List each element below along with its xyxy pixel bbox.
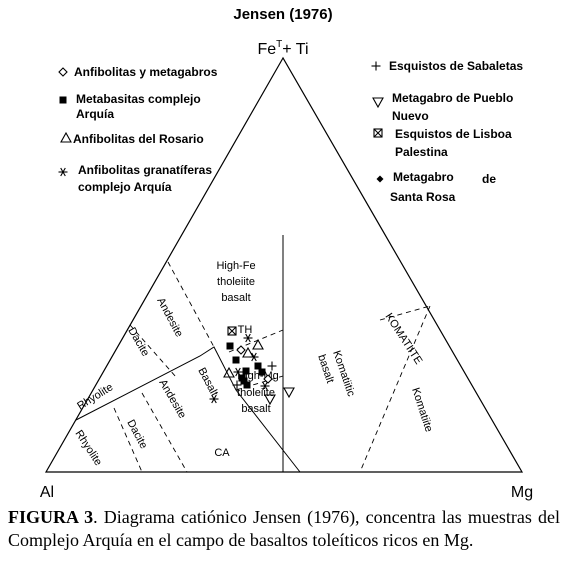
- svg-text:Nuevo: Nuevo: [392, 109, 429, 123]
- legend-item-sabaletas: Esquistos de Sabaletas: [370, 59, 523, 73]
- field-andesite-lower: Andesite: [156, 378, 188, 421]
- svg-text:Palestina: Palestina: [395, 145, 448, 159]
- triangle-down-open-icon: [372, 97, 384, 108]
- field-rhyolite-lower: Rhyolite: [72, 428, 104, 468]
- point-metabasitas: [232, 356, 240, 364]
- point-metabasitas: [254, 362, 262, 370]
- diagram-title: Jensen (1976): [233, 6, 332, 23]
- solid-boundaries: [75, 235, 301, 473]
- caption-text: . Diagrama catiónico Jensen (1976), conc…: [8, 507, 560, 550]
- legend-item-pueblo-nuevo: Metagabro de Pueblo Nuevo: [372, 91, 513, 123]
- svg-text:Anfibolitas del Rosario: Anfibolitas del Rosario: [73, 132, 204, 146]
- field-dacite-lower: Dacite: [124, 418, 149, 451]
- figure-caption: FIGURA 3. Diagrama catiónico Jensen (197…: [8, 506, 560, 552]
- legend-item-santa-rosa: Metagabro de Santa Rosa: [376, 170, 496, 204]
- field-komatiite-upper: KOMATIITE: [382, 311, 424, 367]
- field-th: TH: [238, 324, 253, 336]
- point-metabasitas: [226, 342, 234, 350]
- svg-text:Metagabro: Metagabro: [393, 170, 454, 184]
- legend-item-granatiferas: Anfibolitas granatíferas complejo Arquía: [57, 163, 212, 194]
- jensen-diagram: Jensen (1976) FeT+ Ti Al Mg High-Fe thol…: [40, 6, 533, 501]
- vertex-top-label: FeT+ Ti: [257, 39, 308, 58]
- triangle-open-icon: [60, 132, 72, 143]
- field-andesite-upper: Andesite: [154, 296, 185, 339]
- legend-item-rosario: Anfibolitas del Rosario: [60, 132, 204, 146]
- field-dacite-upper: Dacite: [125, 326, 151, 359]
- legend-right: Esquistos de Sabaletas Metagabro de Pueb…: [370, 59, 523, 204]
- svg-text:Metabasitas complejo: Metabasitas complejo: [76, 92, 201, 106]
- svg-text:de: de: [482, 172, 496, 186]
- svg-text:Arquía: Arquía: [76, 107, 114, 121]
- point-metabasitas: [258, 368, 266, 376]
- field-high-fe-2: tholeiite: [217, 276, 255, 288]
- svg-text:Anfibolitas granatíferas: Anfibolitas granatíferas: [78, 163, 212, 177]
- field-high-fe-1: High-Fe: [216, 260, 255, 272]
- triangle-frame: [44, 56, 524, 473]
- field-high-mg-2: tholeiite: [237, 387, 275, 399]
- field-high-mg-3: basalt: [241, 403, 270, 415]
- point-metabasitas: [242, 367, 250, 375]
- square-x-icon: [373, 128, 383, 138]
- svg-text:Anfibolitas y metagabros: Anfibolitas y metagabros: [74, 65, 218, 79]
- legend-item-metabasitas: Metabasitas complejo Arquía: [59, 92, 201, 121]
- legend-item-lisboa-palestina: Esquistos de Lisboa Palestina: [373, 127, 512, 159]
- field-basalt: Basalt: [195, 366, 220, 399]
- legend-item-anfibolitas-metagabros: Anfibolitas y metagabros: [58, 65, 218, 79]
- square-filled-icon: [59, 96, 67, 104]
- field-high-fe-3: basalt: [221, 292, 250, 304]
- diamond-filled-icon: [376, 175, 384, 183]
- svg-text:Santa Rosa: Santa Rosa: [390, 190, 456, 204]
- point-metabasitas: [243, 381, 251, 389]
- caption-label: FIGURA 3: [8, 507, 94, 527]
- point-anfibolitas: [236, 345, 246, 355]
- field-ca: CA: [214, 447, 230, 459]
- plus-icon: [370, 60, 382, 72]
- diamond-open-icon: [58, 67, 68, 77]
- svg-text:complejo Arquía: complejo Arquía: [78, 180, 172, 194]
- svg-text:Esquistos de Sabaletas: Esquistos de Sabaletas: [389, 59, 523, 73]
- svg-text:Metagabro de Pueblo: Metagabro de Pueblo: [392, 91, 513, 105]
- vertex-right-label: Mg: [511, 484, 533, 501]
- asterisk-icon: [57, 167, 69, 177]
- svg-text:Esquistos de Lisboa: Esquistos de Lisboa: [395, 127, 512, 141]
- field-komatiite: Komatiite: [409, 386, 435, 433]
- point-pueblo-nuevo: [283, 387, 295, 398]
- legend-left: Anfibolitas y metagabros Metabasitas com…: [57, 65, 218, 194]
- calcalkaline-tholeiitic-boundary: [75, 346, 301, 473]
- point-lisboa-palestina: [227, 326, 237, 336]
- vertex-left-label: Al: [40, 484, 54, 501]
